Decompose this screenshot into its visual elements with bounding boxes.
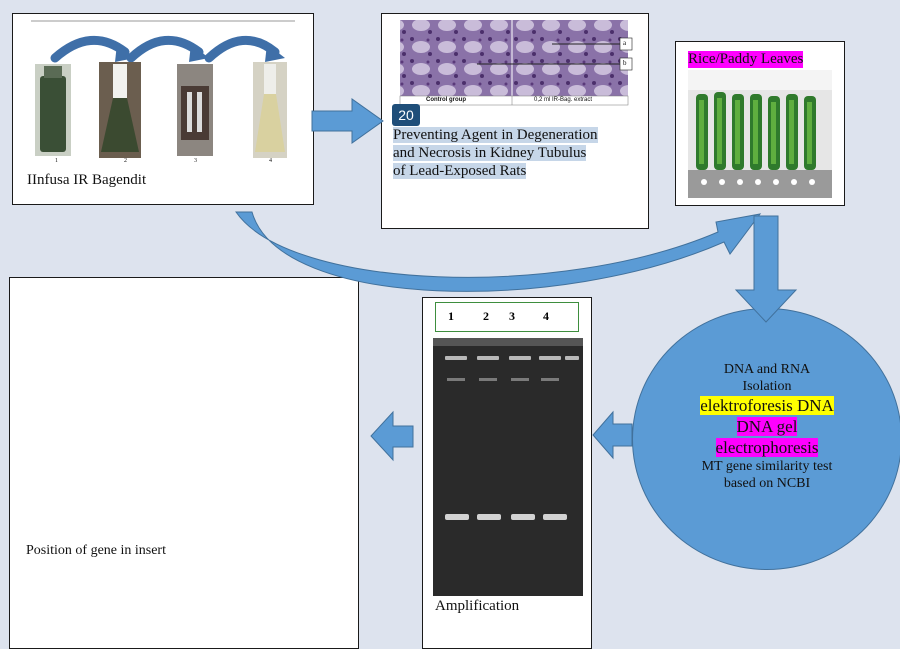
- isolation-line-1: DNA and RNA: [723, 362, 811, 377]
- process-photos-caption: IInfusa IR Bagendit: [27, 172, 147, 188]
- step-number-3: 3: [194, 158, 197, 164]
- arrow-isolation-to-gel: [592, 410, 633, 460]
- gene-insert-caption: Position of gene in insert: [26, 543, 166, 558]
- process-photos-illustration: [31, 20, 295, 158]
- kidney-histology-image: [399, 20, 633, 106]
- isolation-line-4: DNA gel: [736, 417, 798, 436]
- lane-4-label: 4: [543, 309, 549, 323]
- leaves-panel: Rice/Paddy Leaves: [675, 41, 845, 206]
- leaves-title: Rice/Paddy Leaves: [688, 51, 804, 68]
- extract-group-label: 0,2 ml IR-Bag. extract: [534, 97, 593, 103]
- process-photos-panel: 1 2 3 4 IInfusa IR Bagendit: [12, 13, 314, 205]
- lane-2-label: 2: [483, 309, 489, 323]
- control-group-label: Control group: [426, 97, 466, 103]
- isolation-text: DNA and RNA Isolation elektroforesis DNA…: [633, 361, 900, 492]
- figure-number-badge: 20: [392, 104, 420, 126]
- arrow-photos-to-histology: [311, 98, 384, 144]
- amplification-caption: Amplification: [435, 598, 520, 614]
- figure-number: 20: [398, 107, 414, 123]
- arrow-gel-to-insert: [370, 410, 414, 462]
- arrow-leaves-to-isolation: [734, 215, 798, 323]
- isolation-line-3: elektroforesis DNA: [700, 396, 834, 415]
- step-number-2: 2: [124, 158, 127, 164]
- isolation-line-7: based on NCBI: [723, 476, 811, 491]
- lane-3-label: 3: [509, 309, 515, 323]
- histology-title: Preventing Agent in Degeneration and Nec…: [393, 126, 648, 180]
- leaf-culture-tubes-photo: [688, 70, 832, 198]
- histology-panel: a b Control group 0,2 ml IR-Bag. extract…: [381, 13, 649, 229]
- histology-title-line-3: of Lead-Exposed Rats: [393, 163, 527, 179]
- step-number-1: 1: [55, 158, 58, 164]
- histology-title-line-1: Preventing Agent in Degeneration: [393, 127, 598, 143]
- isolation-circle: DNA and RNA Isolation elektroforesis DNA…: [632, 308, 900, 570]
- isolation-line-6: MT gene similarity test: [701, 459, 833, 474]
- step-number-4: 4: [269, 158, 272, 164]
- marker-b-label: b: [623, 59, 627, 67]
- isolation-line-2: Isolation: [742, 379, 792, 394]
- gel-panel: 1 2 3 4 Amplification: [422, 297, 592, 649]
- arrow-curved-to-leaves: [235, 211, 762, 292]
- isolation-line-5: electrophoresis: [715, 438, 819, 457]
- histology-title-line-2: and Necrosis in Kidney Tubulus: [393, 145, 587, 161]
- marker-a-label: a: [623, 39, 627, 47]
- lane-1-label: 1: [448, 309, 454, 323]
- lane-header: 1 2 3 4: [435, 302, 579, 332]
- gel-electrophoresis-image: [433, 338, 583, 596]
